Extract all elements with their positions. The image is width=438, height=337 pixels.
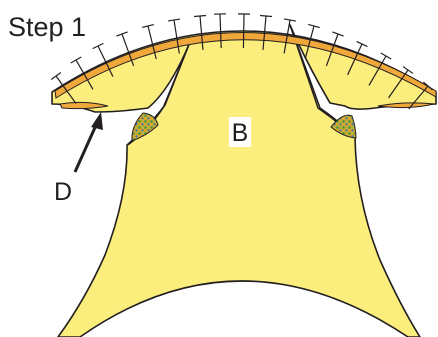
print-fabric-right bbox=[330, 114, 357, 139]
label-d: D bbox=[54, 178, 72, 206]
binding-strip bbox=[54, 32, 437, 99]
pin-markers bbox=[50, 13, 433, 110]
label-b-box bbox=[229, 117, 251, 147]
print-fabric-left bbox=[131, 112, 159, 142]
binding-end-right bbox=[377, 102, 435, 109]
label-b: B bbox=[232, 119, 249, 147]
arrow-d bbox=[73, 112, 103, 173]
step-title: Step 1 bbox=[8, 12, 86, 42]
bottom-curve bbox=[79, 280, 409, 337]
